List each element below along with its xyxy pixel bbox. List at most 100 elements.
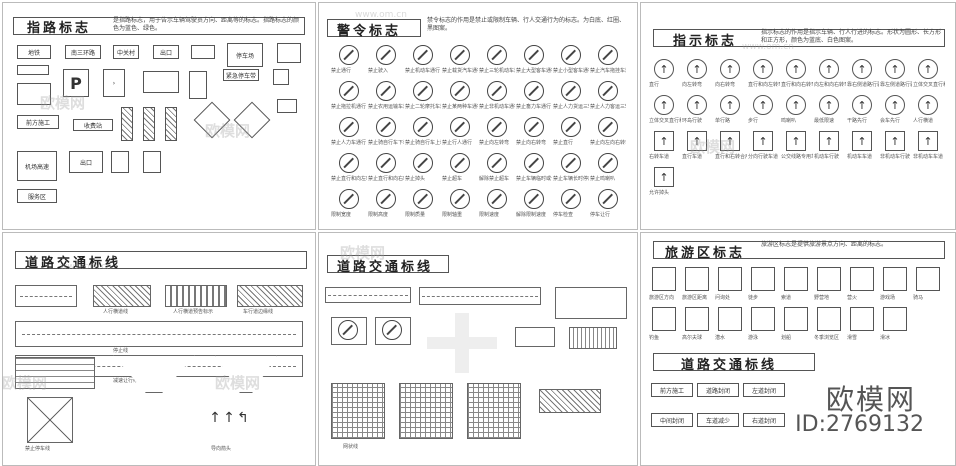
tourist-sign-icon bbox=[916, 267, 940, 291]
mandatory-sign-label: 向左转弯 bbox=[682, 82, 703, 88]
prohibition-sign-label: 限制速度 bbox=[479, 212, 500, 218]
tourist-sign-icon bbox=[850, 307, 874, 331]
mandatory-sign-label: 直行和向右转弯 bbox=[781, 82, 813, 88]
arrow-up-icon: ↑ bbox=[720, 131, 740, 151]
prohibition-sign-icon bbox=[339, 153, 359, 173]
arrow-up-icon: ↑ bbox=[786, 59, 806, 79]
prohibition-sign-label: 禁止向左转弯 bbox=[479, 140, 510, 146]
prohibition-sign-icon bbox=[561, 45, 581, 65]
road-label: 停止线 bbox=[113, 348, 129, 354]
chevron-marker bbox=[121, 107, 133, 141]
guide-sign: 机场高速 bbox=[17, 151, 57, 181]
prohibition-sign-label: 禁止向左向右转弯 bbox=[590, 140, 626, 146]
guide-sign: 地铁 bbox=[17, 45, 51, 59]
work-zone-sign: 右道封闭 bbox=[743, 413, 785, 427]
prohibition-sign-icon bbox=[524, 45, 544, 65]
watermark-url: www.om.cn bbox=[60, 262, 112, 272]
tourist-sign-icon bbox=[850, 267, 874, 291]
tourist-sign-label: 旅游区方向 bbox=[649, 295, 675, 301]
guide-sign: 南三环路 bbox=[65, 45, 101, 59]
tourist-sign-icon bbox=[883, 307, 907, 331]
arrow-up-icon: ↑ bbox=[819, 59, 839, 79]
phone-sign bbox=[111, 151, 129, 173]
mandatory-sign-label: 非机动车行驶 bbox=[880, 154, 911, 160]
road-label: 网状线 bbox=[343, 444, 359, 450]
prohibition-sign-icon bbox=[561, 153, 581, 173]
prohibition-sign-icon bbox=[413, 153, 433, 173]
prohibition-sign-icon bbox=[487, 153, 507, 173]
tourist-sign-label: 钓鱼 bbox=[649, 335, 660, 341]
crosswalk-marking bbox=[93, 285, 151, 307]
prohibition-sign-label: 禁止二轮摩托车通行 bbox=[405, 104, 441, 110]
prohibition-sign-icon bbox=[339, 189, 359, 209]
guide-sign bbox=[277, 43, 301, 63]
model-id: ID:2769132 bbox=[795, 412, 924, 437]
tourist-sign-icon bbox=[751, 307, 775, 331]
arrow-up-icon: ↑ bbox=[786, 95, 806, 115]
mandatory-sign-label: 靠右侧道路行驶 bbox=[847, 82, 879, 88]
tourist-sign-panel: 旅游区标志 旅游区标志是提供旅游景点方向、距离的标志。 旅游区方向旅游区距离问询… bbox=[640, 232, 956, 466]
mandatory-sign-label: 步行 bbox=[748, 118, 759, 124]
no-stop-grid bbox=[27, 397, 73, 443]
prohibition-sign-icon bbox=[450, 45, 470, 65]
prohibition-sign-icon bbox=[524, 153, 544, 173]
mandatory-sign-label: 非机动车车道 bbox=[913, 154, 944, 160]
chevron-marker bbox=[165, 107, 177, 141]
tour2-panel-title: 道路交通标线 bbox=[681, 358, 778, 373]
mandatory-sign-label: 机动车行驶 bbox=[814, 154, 840, 160]
tourist-sign-icon bbox=[718, 307, 742, 331]
tour-panel-title: 旅游区标志 bbox=[665, 246, 746, 261]
tourist-sign-icon bbox=[685, 267, 709, 291]
arrow-up-icon: ↑ bbox=[852, 131, 872, 151]
arrow-up-icon: ↰ bbox=[237, 405, 249, 431]
prohibition-sign-icon bbox=[376, 117, 396, 137]
info-panel-desc: 指示标志的作用是指示车辆、行人行进的标志。形状为圆形、长方形和正方形，颜色为蓝底… bbox=[761, 29, 942, 44]
prohibition-sign-icon bbox=[598, 153, 618, 173]
prohibition-sign-label: 禁止三轮机动车通行 bbox=[479, 68, 515, 74]
guide-panel-title: 指路标志 bbox=[27, 21, 92, 36]
arrow-up-icon: ↑ bbox=[654, 167, 674, 187]
arrow-up-icon: ↑ bbox=[819, 95, 839, 115]
prohibition-sign-icon bbox=[487, 117, 507, 137]
work-zone-sign: 前方施工 bbox=[651, 383, 693, 397]
mandatory-sign-label: 人行横道 bbox=[913, 118, 934, 124]
mandatory-sign-label: 向右转弯 bbox=[715, 82, 736, 88]
mandatory-sign-label: 单行路 bbox=[715, 118, 731, 124]
prohibition-sign-label: 禁止通行 bbox=[331, 68, 352, 74]
tourist-sign-icon bbox=[652, 307, 676, 331]
arrow-up-icon: ↑ bbox=[687, 131, 707, 151]
guide-sign: 紧急停车带 bbox=[223, 69, 259, 81]
prohibition-sign-label: 禁止大型客车通行 bbox=[516, 68, 552, 74]
arrow-up-icon: ↑ bbox=[885, 131, 905, 151]
prohibition-sign-label: 禁止直行和向右转弯 bbox=[368, 176, 404, 182]
guide-sign: 收费站 bbox=[73, 119, 113, 131]
prohibition-sign-icon bbox=[598, 117, 618, 137]
road-segment bbox=[15, 285, 77, 307]
grid-marking bbox=[331, 383, 385, 439]
road-label: 禁止停车线 bbox=[25, 446, 51, 452]
watermark-url: www.om.cn bbox=[355, 10, 407, 20]
tour-title-bar bbox=[653, 241, 945, 259]
work-zone-sign: 中间封闭 bbox=[651, 413, 693, 427]
arrow-up-icon: ↑ bbox=[918, 131, 938, 151]
accessible-sign bbox=[273, 69, 289, 85]
tourist-sign-label: 野营地 bbox=[814, 295, 830, 301]
arrow-up-icon: ↑ bbox=[885, 95, 905, 115]
crosswalk-marking bbox=[165, 285, 227, 307]
prohibition-sign-label: 禁止车辆临时或长时停放 bbox=[516, 176, 552, 182]
road-label: 减速让行线 bbox=[113, 378, 139, 384]
tour2-title-bar bbox=[653, 353, 815, 371]
parking-sign: P bbox=[63, 69, 89, 97]
diagonal-marking bbox=[237, 285, 303, 307]
prohibition-sign-panel: 警令标志 禁令标志的作用是禁止或限制车辆、行人交通行为的标志。为白底、红圈、黑图… bbox=[318, 2, 638, 230]
arrow-up-icon: ↑ bbox=[753, 131, 773, 151]
mandatory-sign-label: 直行和右转合用车道 bbox=[715, 154, 747, 160]
prohibition-sign-label: 禁止人力车通行 bbox=[331, 140, 367, 146]
road-label: 人行横道预告标示 bbox=[173, 309, 214, 315]
prohibition-sign-label: 限制轴重 bbox=[442, 212, 463, 218]
prohibition-sign-icon bbox=[413, 117, 433, 137]
exit-arrow-sign: › bbox=[103, 69, 125, 97]
tourist-sign-icon bbox=[784, 307, 808, 331]
prohibition-sign-icon bbox=[598, 45, 618, 65]
tourist-sign-label: 划船 bbox=[781, 335, 792, 341]
